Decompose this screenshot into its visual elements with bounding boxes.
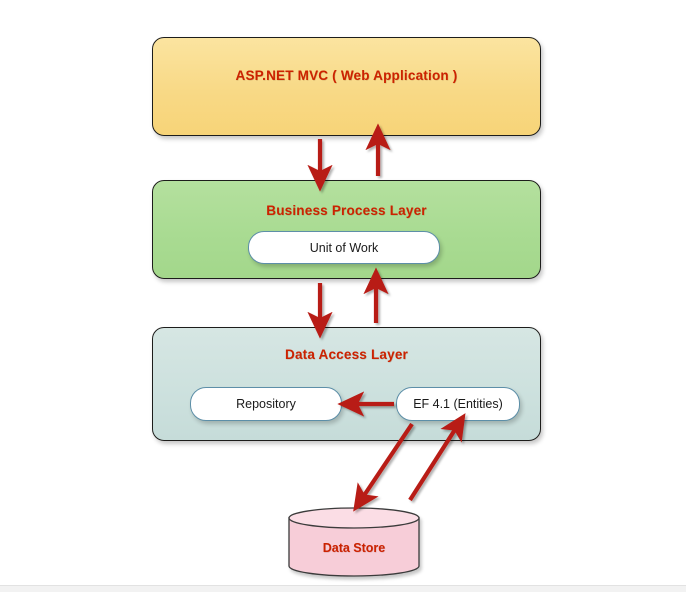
layer-box-business-process[interactable]: Business Process Layer — [152, 180, 541, 279]
data-store-label: Data Store — [322, 541, 386, 555]
layer-title-web-application: ASP.NET MVC ( Web Application ) — [235, 68, 458, 83]
component-repository[interactable]: Repository — [190, 387, 342, 421]
layer-box-web-application[interactable]: ASP.NET MVC ( Web Application ) — [152, 37, 541, 136]
layer-title-data-access: Data Access Layer — [285, 347, 408, 362]
layer-box-data-access[interactable]: Data Access Layer — [152, 327, 541, 441]
component-unit-of-work[interactable]: Unit of Work — [248, 231, 440, 264]
component-ef-entities[interactable]: EF 4.1 (Entities) — [396, 387, 520, 421]
layer-title-business-process: Business Process Layer — [266, 203, 427, 218]
data-store-cylinder[interactable]: Data Store — [288, 507, 420, 577]
bottom-strip — [0, 585, 686, 592]
